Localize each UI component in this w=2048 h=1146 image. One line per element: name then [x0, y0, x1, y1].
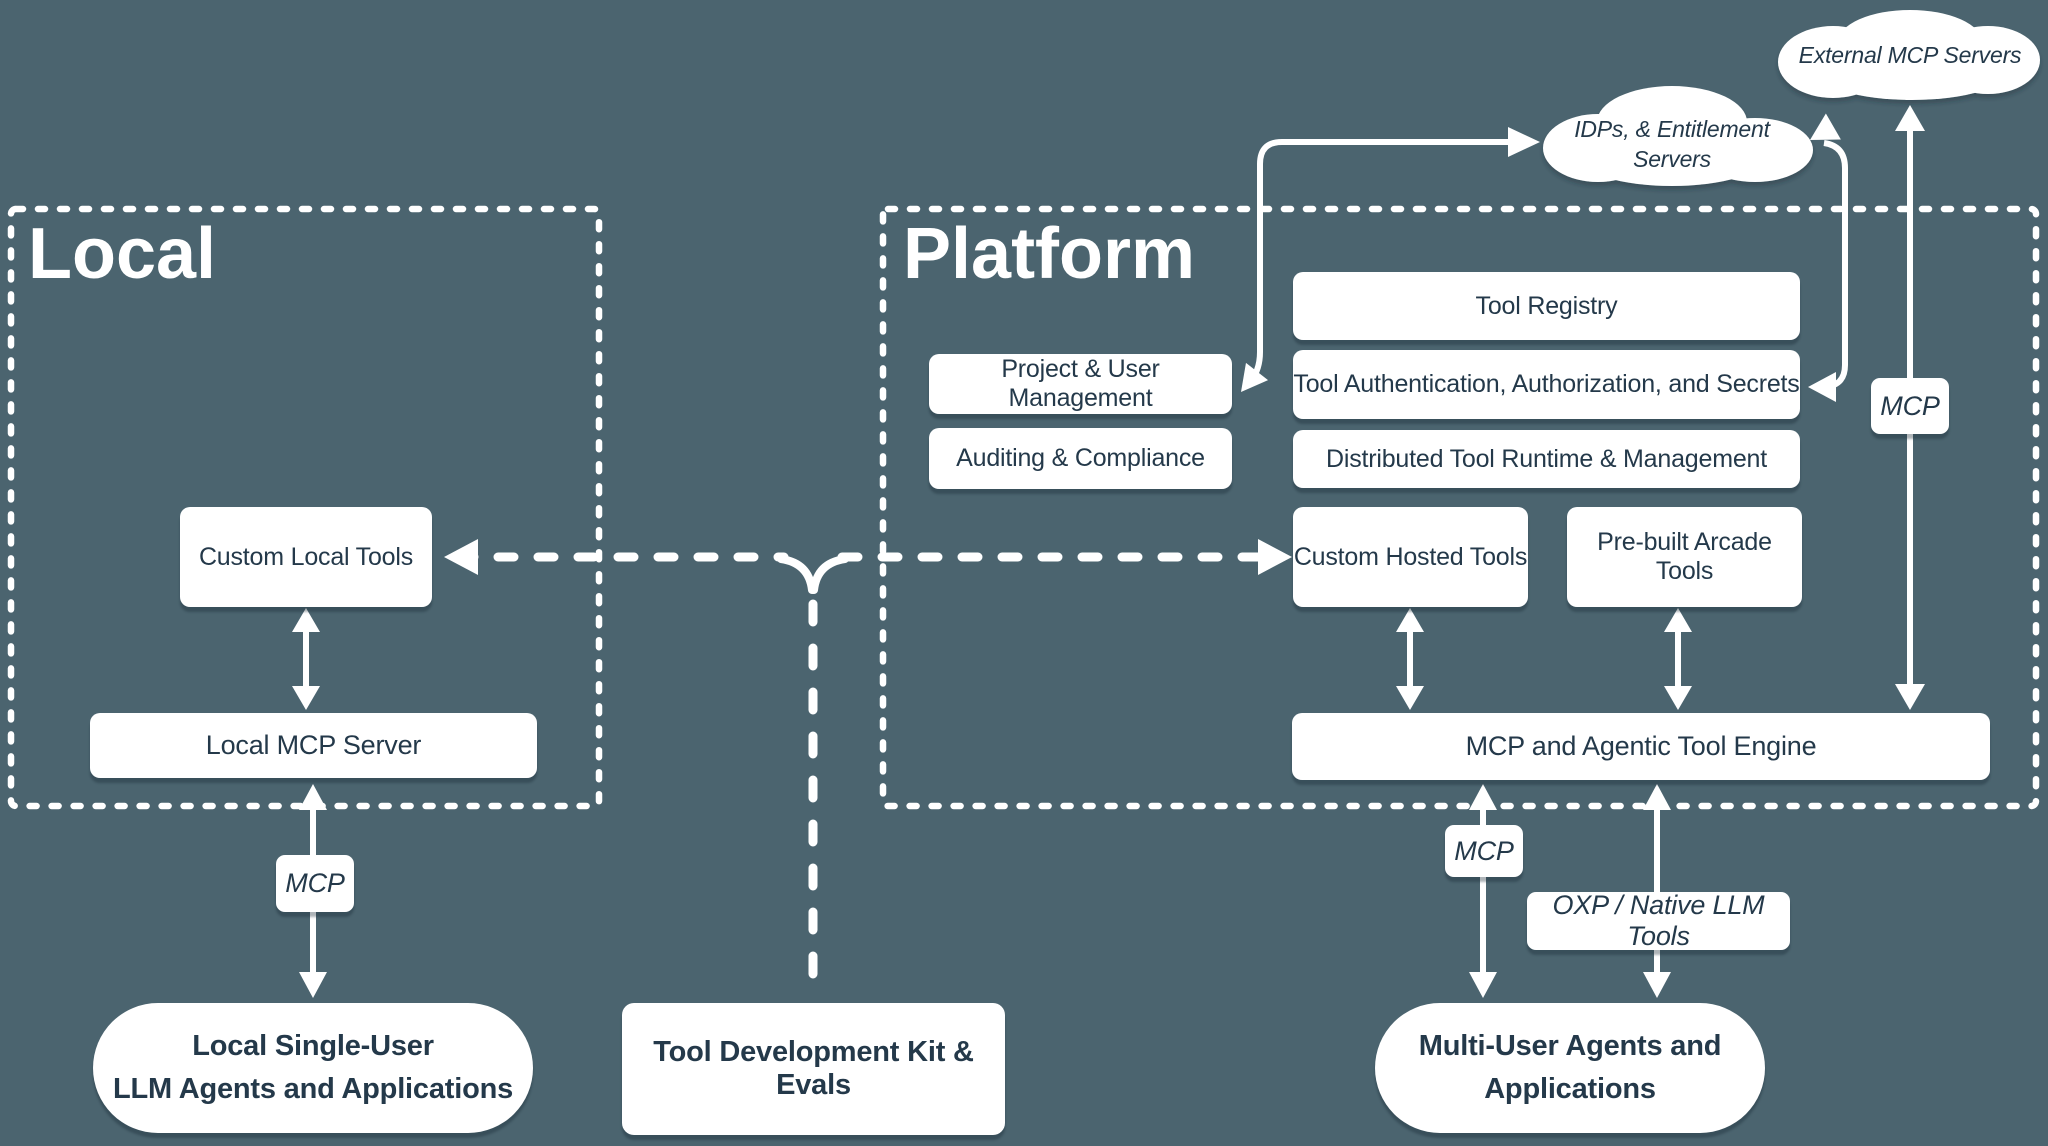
distributed-runtime-box: Distributed Tool Runtime & Management	[1293, 430, 1800, 488]
connector-engine-multi-mcp	[1469, 784, 1497, 998]
idps-cloud-label: IDPs, & Entitlement Servers	[1552, 114, 1792, 174]
mcp-agentic-tool-engine-box: MCP and Agentic Tool Engine	[1292, 713, 1990, 780]
platform-group-title: Platform	[903, 214, 1196, 294]
external-mcp-cloud-label: External MCP Servers	[1798, 42, 2022, 68]
custom-hosted-tools-box: Custom Hosted Tools	[1293, 507, 1528, 607]
mcp-protocol-tag-local: MCP	[276, 855, 354, 912]
tool-registry-box: Tool Registry	[1293, 272, 1800, 340]
connector-prebuilt-engine	[1664, 608, 1692, 710]
local-agents-line1: Local Single-User	[192, 1029, 434, 1062]
mcp-protocol-tag-external: MCP	[1871, 378, 1949, 434]
local-group-title: Local	[28, 214, 217, 294]
idps-cloud-label-line1: IDPs, & Entitlement	[1574, 116, 1770, 142]
connector-auth-idps	[1808, 113, 1848, 402]
auditing-compliance-box: Auditing & Compliance	[929, 428, 1232, 489]
multi-user-agents-terminal: Multi-User Agents and Applications	[1375, 1003, 1765, 1133]
local-group-border	[7, 205, 603, 810]
arrowhead-right-icon	[1258, 539, 1292, 575]
arrowhead-into-idps-right-icon	[1810, 113, 1841, 140]
local-agents-line2: LLM Agents and Applications	[112, 1073, 514, 1105]
connector-custom-tools-dashed	[453, 552, 1287, 1001]
oxp-native-llm-tools-tag: OXP / Native LLM Tools	[1527, 890, 1790, 951]
mcp-protocol-tag-multi: MCP	[1445, 825, 1523, 877]
local-mcp-server-box: Local MCP Server	[90, 713, 537, 778]
multi-agents-line1: Multi-User Agents and	[1418, 1029, 1722, 1062]
connector-customlocal-localmcp	[292, 608, 320, 710]
external-mcp-cloud-icon	[1778, 10, 2040, 100]
connector-engine-multi-oxp	[1643, 784, 1671, 998]
idps-cloud-icon	[1543, 86, 1813, 186]
connector-project-idps	[1241, 127, 1540, 392]
idps-cloud-label-line2: Servers	[1633, 146, 1711, 172]
custom-local-tools-box: Custom Local Tools	[180, 507, 432, 607]
arrowhead-into-project-icon	[1241, 362, 1269, 392]
project-user-management-box: Project & User Management	[929, 354, 1232, 414]
multi-agents-line2: Applications	[1484, 1073, 1656, 1105]
prebuilt-arcade-tools-box: Pre-built Arcade Tools	[1567, 507, 1802, 607]
tool-auth-box: Tool Authentication, Authorization, and …	[1293, 350, 1800, 419]
arrowhead-into-idps-icon	[1508, 127, 1540, 157]
connector-customhosted-engine	[1396, 608, 1424, 710]
platform-group-border	[879, 205, 2040, 810]
arrowhead-left-icon	[444, 539, 478, 575]
tool-development-kit-box: Tool Development Kit & Evals	[622, 1003, 1005, 1135]
connector-custom-tools-arrowheads	[444, 539, 1292, 575]
arrowhead-into-auth-icon	[1808, 372, 1836, 402]
local-agents-terminal: Local Single-User LLM Agents and Applica…	[93, 1003, 533, 1133]
